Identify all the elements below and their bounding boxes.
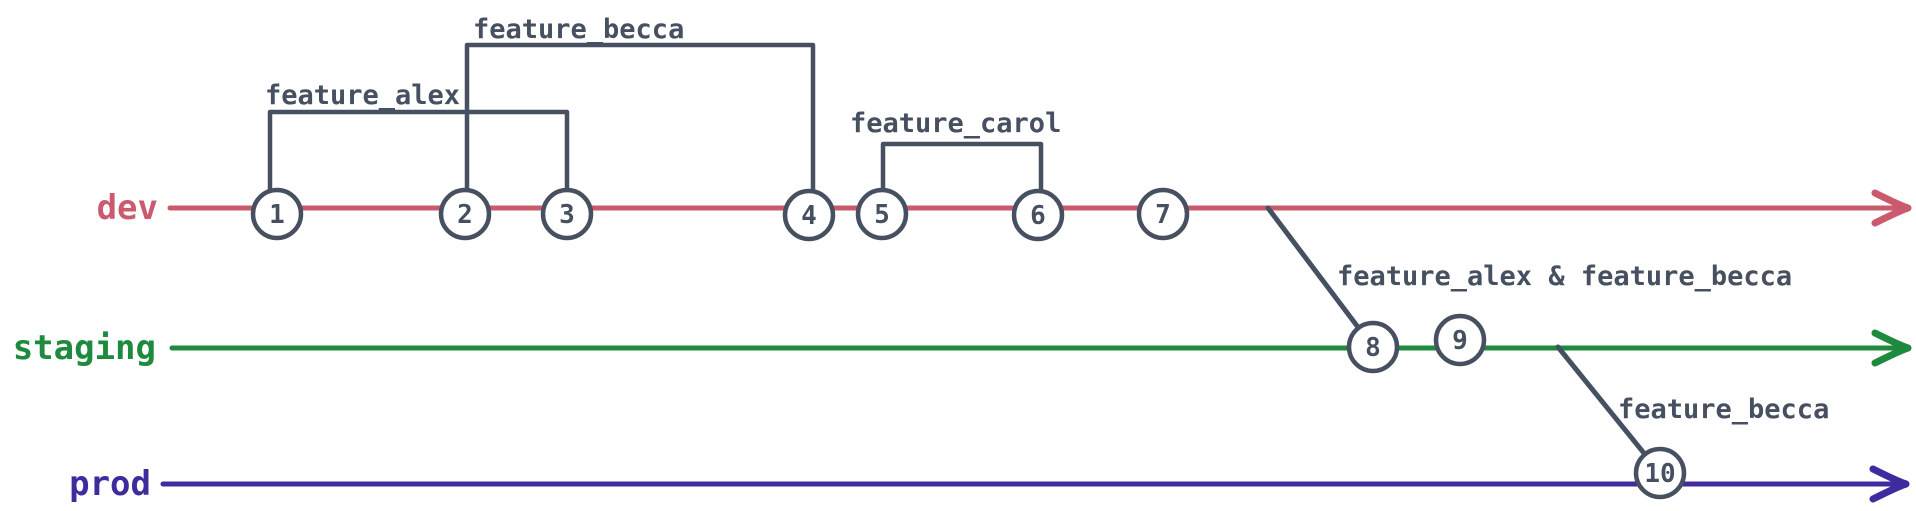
branch-label-prod: prod xyxy=(69,464,151,504)
commit-node-5: 5 xyxy=(855,187,909,241)
commit-node-4: 4 xyxy=(782,188,836,242)
commit-node-3: 3 xyxy=(540,187,594,241)
commit-node-2: 2 xyxy=(438,187,492,241)
staging-arrow-icon xyxy=(1871,329,1912,367)
commit-number: 2 xyxy=(457,200,473,230)
commit-number: 6 xyxy=(1030,201,1046,231)
feature-bracket-label: feature_carol xyxy=(850,108,1061,139)
commit-circle xyxy=(1136,187,1190,241)
dev-arrow-icon xyxy=(1871,189,1912,227)
feature-bracket-2 xyxy=(880,141,1044,194)
commit-circle xyxy=(438,187,492,241)
feature-bracket-label: feature_alex xyxy=(265,80,460,111)
merge-line-1 xyxy=(1555,344,1648,457)
commit-number: 10 xyxy=(1644,459,1675,489)
commit-node-7: 7 xyxy=(1136,187,1190,241)
feature-bracket-1 xyxy=(464,42,816,194)
merge-line-0 xyxy=(1265,205,1362,331)
commit-number: 1 xyxy=(269,200,285,230)
commit-circle xyxy=(1433,313,1487,367)
commit-node-1: 1 xyxy=(250,187,304,241)
commit-number: 5 xyxy=(874,200,890,230)
merge-label: feature_becca xyxy=(1618,394,1829,425)
commit-circle xyxy=(1011,188,1065,242)
commit-circle xyxy=(540,187,594,241)
branch-label-dev: dev xyxy=(97,188,158,228)
commit-circle xyxy=(1633,446,1687,500)
commit-node-6: 6 xyxy=(1011,188,1065,242)
commit-number: 7 xyxy=(1155,200,1171,230)
commit-circle xyxy=(250,187,304,241)
commit-circle xyxy=(782,188,836,242)
commit-number: 8 xyxy=(1365,333,1381,363)
feature-bracket-0 xyxy=(267,109,570,193)
commit-number: 9 xyxy=(1452,326,1468,356)
commit-number: 4 xyxy=(801,201,817,231)
feature-bracket-label: feature_becca xyxy=(473,14,684,45)
commit-node-8: 8 xyxy=(1346,320,1400,374)
commit-number: 3 xyxy=(559,200,575,230)
merge-label: feature_alex & feature_becca xyxy=(1337,261,1792,292)
commit-circle xyxy=(855,187,909,241)
commit-node-10: 10 xyxy=(1633,446,1687,500)
branch-label-staging: staging xyxy=(13,328,156,368)
commit-node-9: 9 xyxy=(1433,313,1487,367)
prod-arrow-icon xyxy=(1869,465,1910,503)
commit-circle xyxy=(1346,320,1400,374)
